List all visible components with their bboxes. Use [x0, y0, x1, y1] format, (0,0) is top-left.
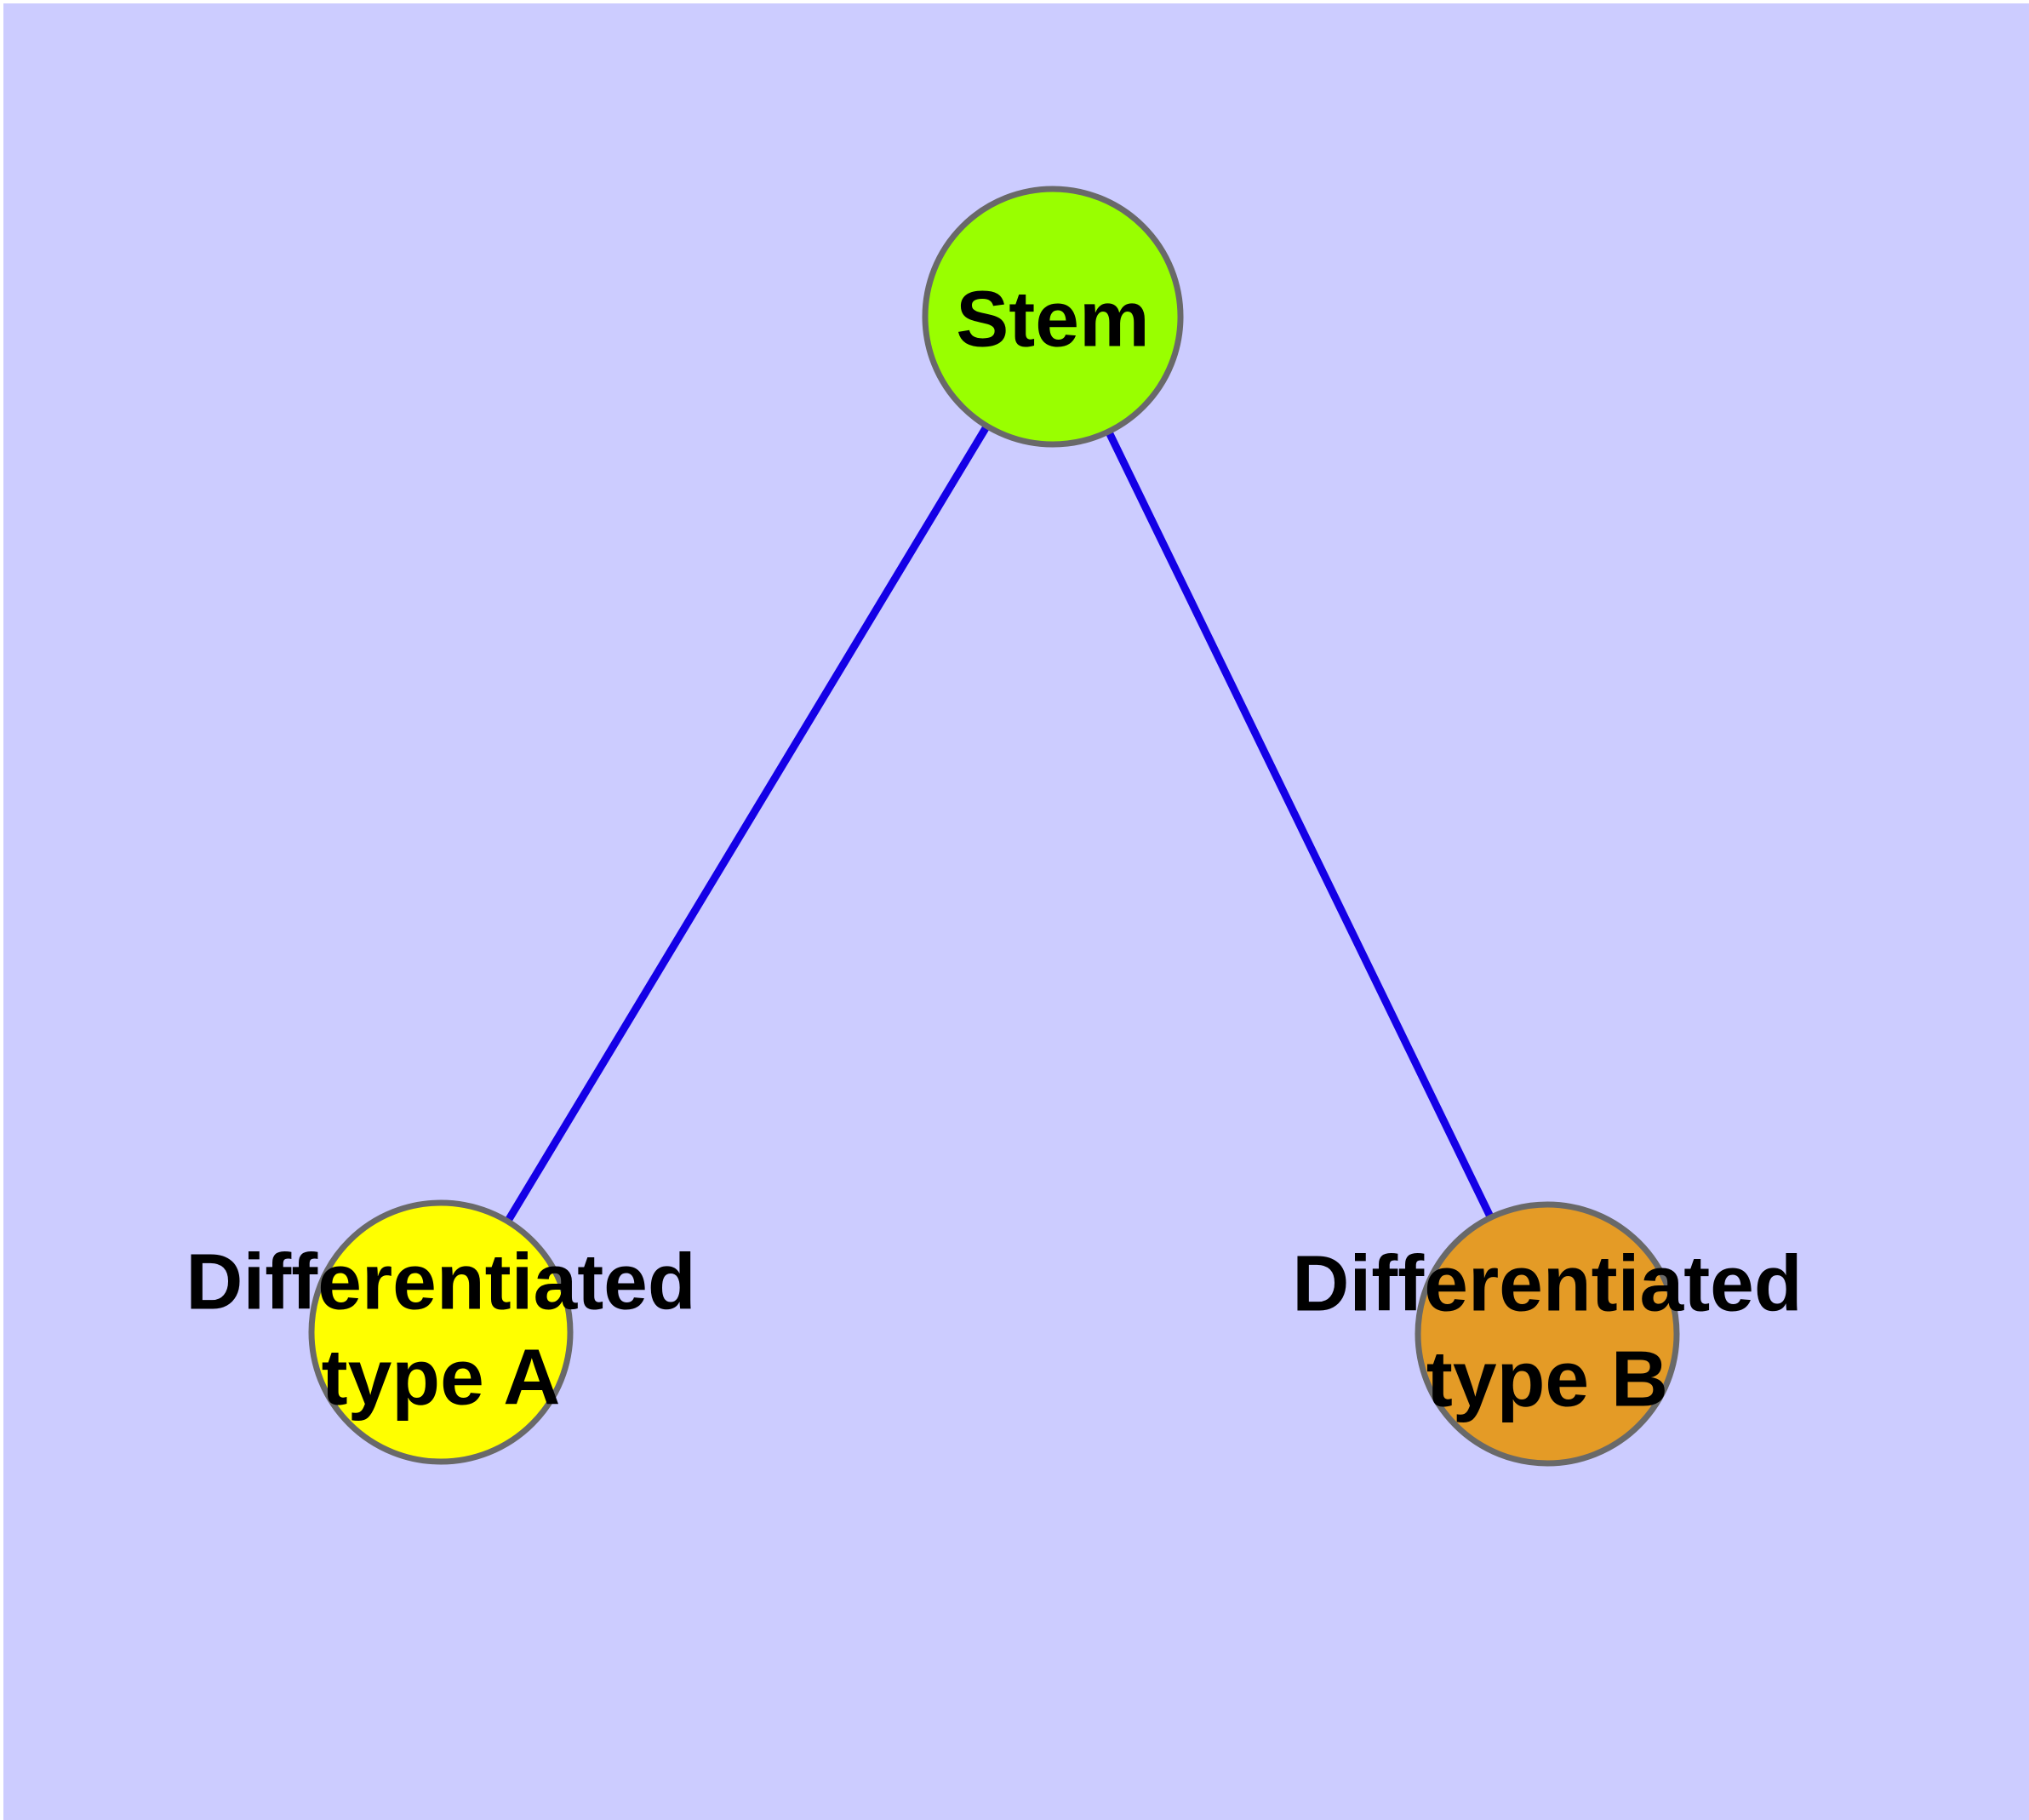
edge-stem-to-differentiated-type-a[interactable]: [437, 314, 1056, 1335]
node-layer: [308, 186, 1680, 1467]
edge-layer: [437, 314, 1552, 1336]
node-stem-circle[interactable]: [922, 186, 1184, 448]
node-differentiated-type-b-label-line2: type B: [1426, 1335, 1668, 1423]
node-differentiated-type-b-circle[interactable]: [1415, 1201, 1680, 1467]
node-differentiated-type-a-circle[interactable]: [308, 1199, 574, 1465]
label-layer: Stem Differentiated type A Differentiate…: [186, 275, 1802, 1423]
node-differentiated-type-a-label-line1: Differentiated: [186, 1238, 695, 1326]
node-differentiated-type-b-label-line1: Differentiated: [1292, 1239, 1802, 1328]
node-differentiated-type-a-label-line2: type A: [322, 1333, 561, 1422]
edge-stem-to-differentiated-type-b[interactable]: [1049, 315, 1552, 1336]
node-stem-label: Stem: [956, 275, 1149, 363]
